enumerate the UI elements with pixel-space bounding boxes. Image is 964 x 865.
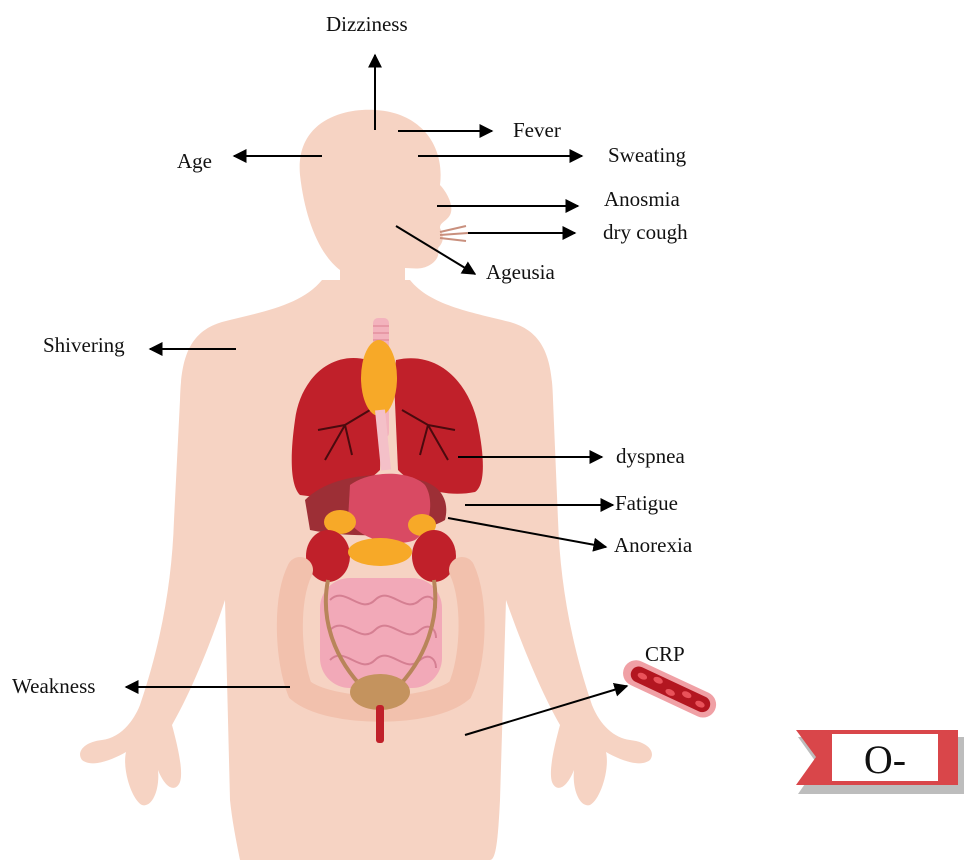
label-fever: Fever: [513, 120, 561, 141]
label-anorexia: Anorexia: [614, 535, 692, 556]
label-age: Age: [177, 151, 212, 172]
label-dizziness: Dizziness: [326, 14, 408, 35]
label-fatigue: Fatigue: [615, 493, 678, 514]
small-intestine: [320, 578, 442, 688]
blood-type-label: O-: [864, 737, 906, 782]
label-crp: CRP: [645, 644, 685, 665]
label-sweating: Sweating: [608, 145, 686, 166]
label-dry-cough: dry cough: [603, 222, 688, 243]
label-dyspnea: dyspnea: [616, 446, 685, 467]
label-anosmia: Anosmia: [604, 189, 680, 210]
esophagus: [380, 410, 386, 470]
label-shivering: Shivering: [43, 335, 125, 356]
label-weakness: Weakness: [12, 676, 95, 697]
cough-puff: [440, 226, 468, 241]
label-ageusia: Ageusia: [486, 262, 555, 283]
abdominal-organs-upper: [305, 474, 456, 582]
thymus: [361, 340, 397, 416]
blood-type-badge: O-: [796, 730, 964, 794]
